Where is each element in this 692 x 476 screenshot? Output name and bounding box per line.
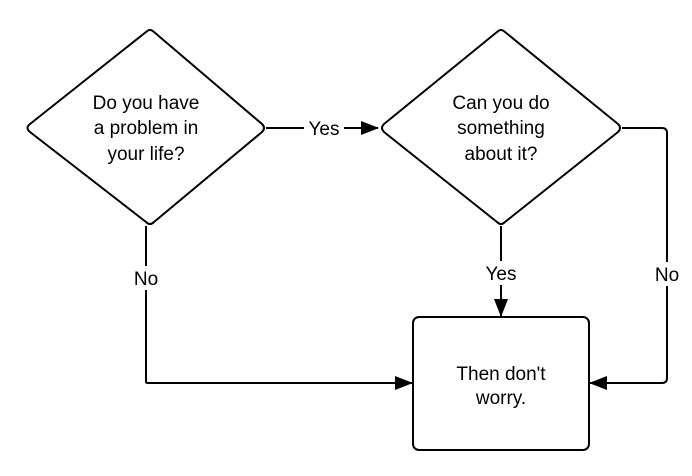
edge-label-can-do-yes: Yes [486,264,517,285]
edge-problem-to-no-worry [145,226,413,390]
diamond-shape [26,29,265,225]
edge-label-can-do-no: No [655,265,679,286]
node-can-do-line-1: Can you do [452,93,549,114]
edge-can-do-to-no-worry-no [589,127,668,390]
node-problem-line-1: Do you have [93,93,200,114]
edge-label-problem-yes: Yes [309,119,340,140]
rectangle-shape [412,316,590,451]
diamond-shape [381,29,621,225]
node-no-worry: Then don't worry. [412,316,590,451]
node-no-worry-line-2: worry. [475,388,526,409]
node-problem: Do you have a problem in your life? [26,29,265,225]
node-can-do: Can you do something about it? [381,29,621,225]
node-can-do-line-2: something [457,118,545,139]
edge-label-problem-no: No [134,269,158,290]
edge-labels: Yes No Yes No [130,116,682,290]
node-problem-line-3: your life? [107,144,184,165]
node-can-do-line-3: about it? [465,144,538,165]
node-problem-line-2: a problem in [94,118,199,139]
node-no-worry-line-1: Then don't [456,364,546,385]
